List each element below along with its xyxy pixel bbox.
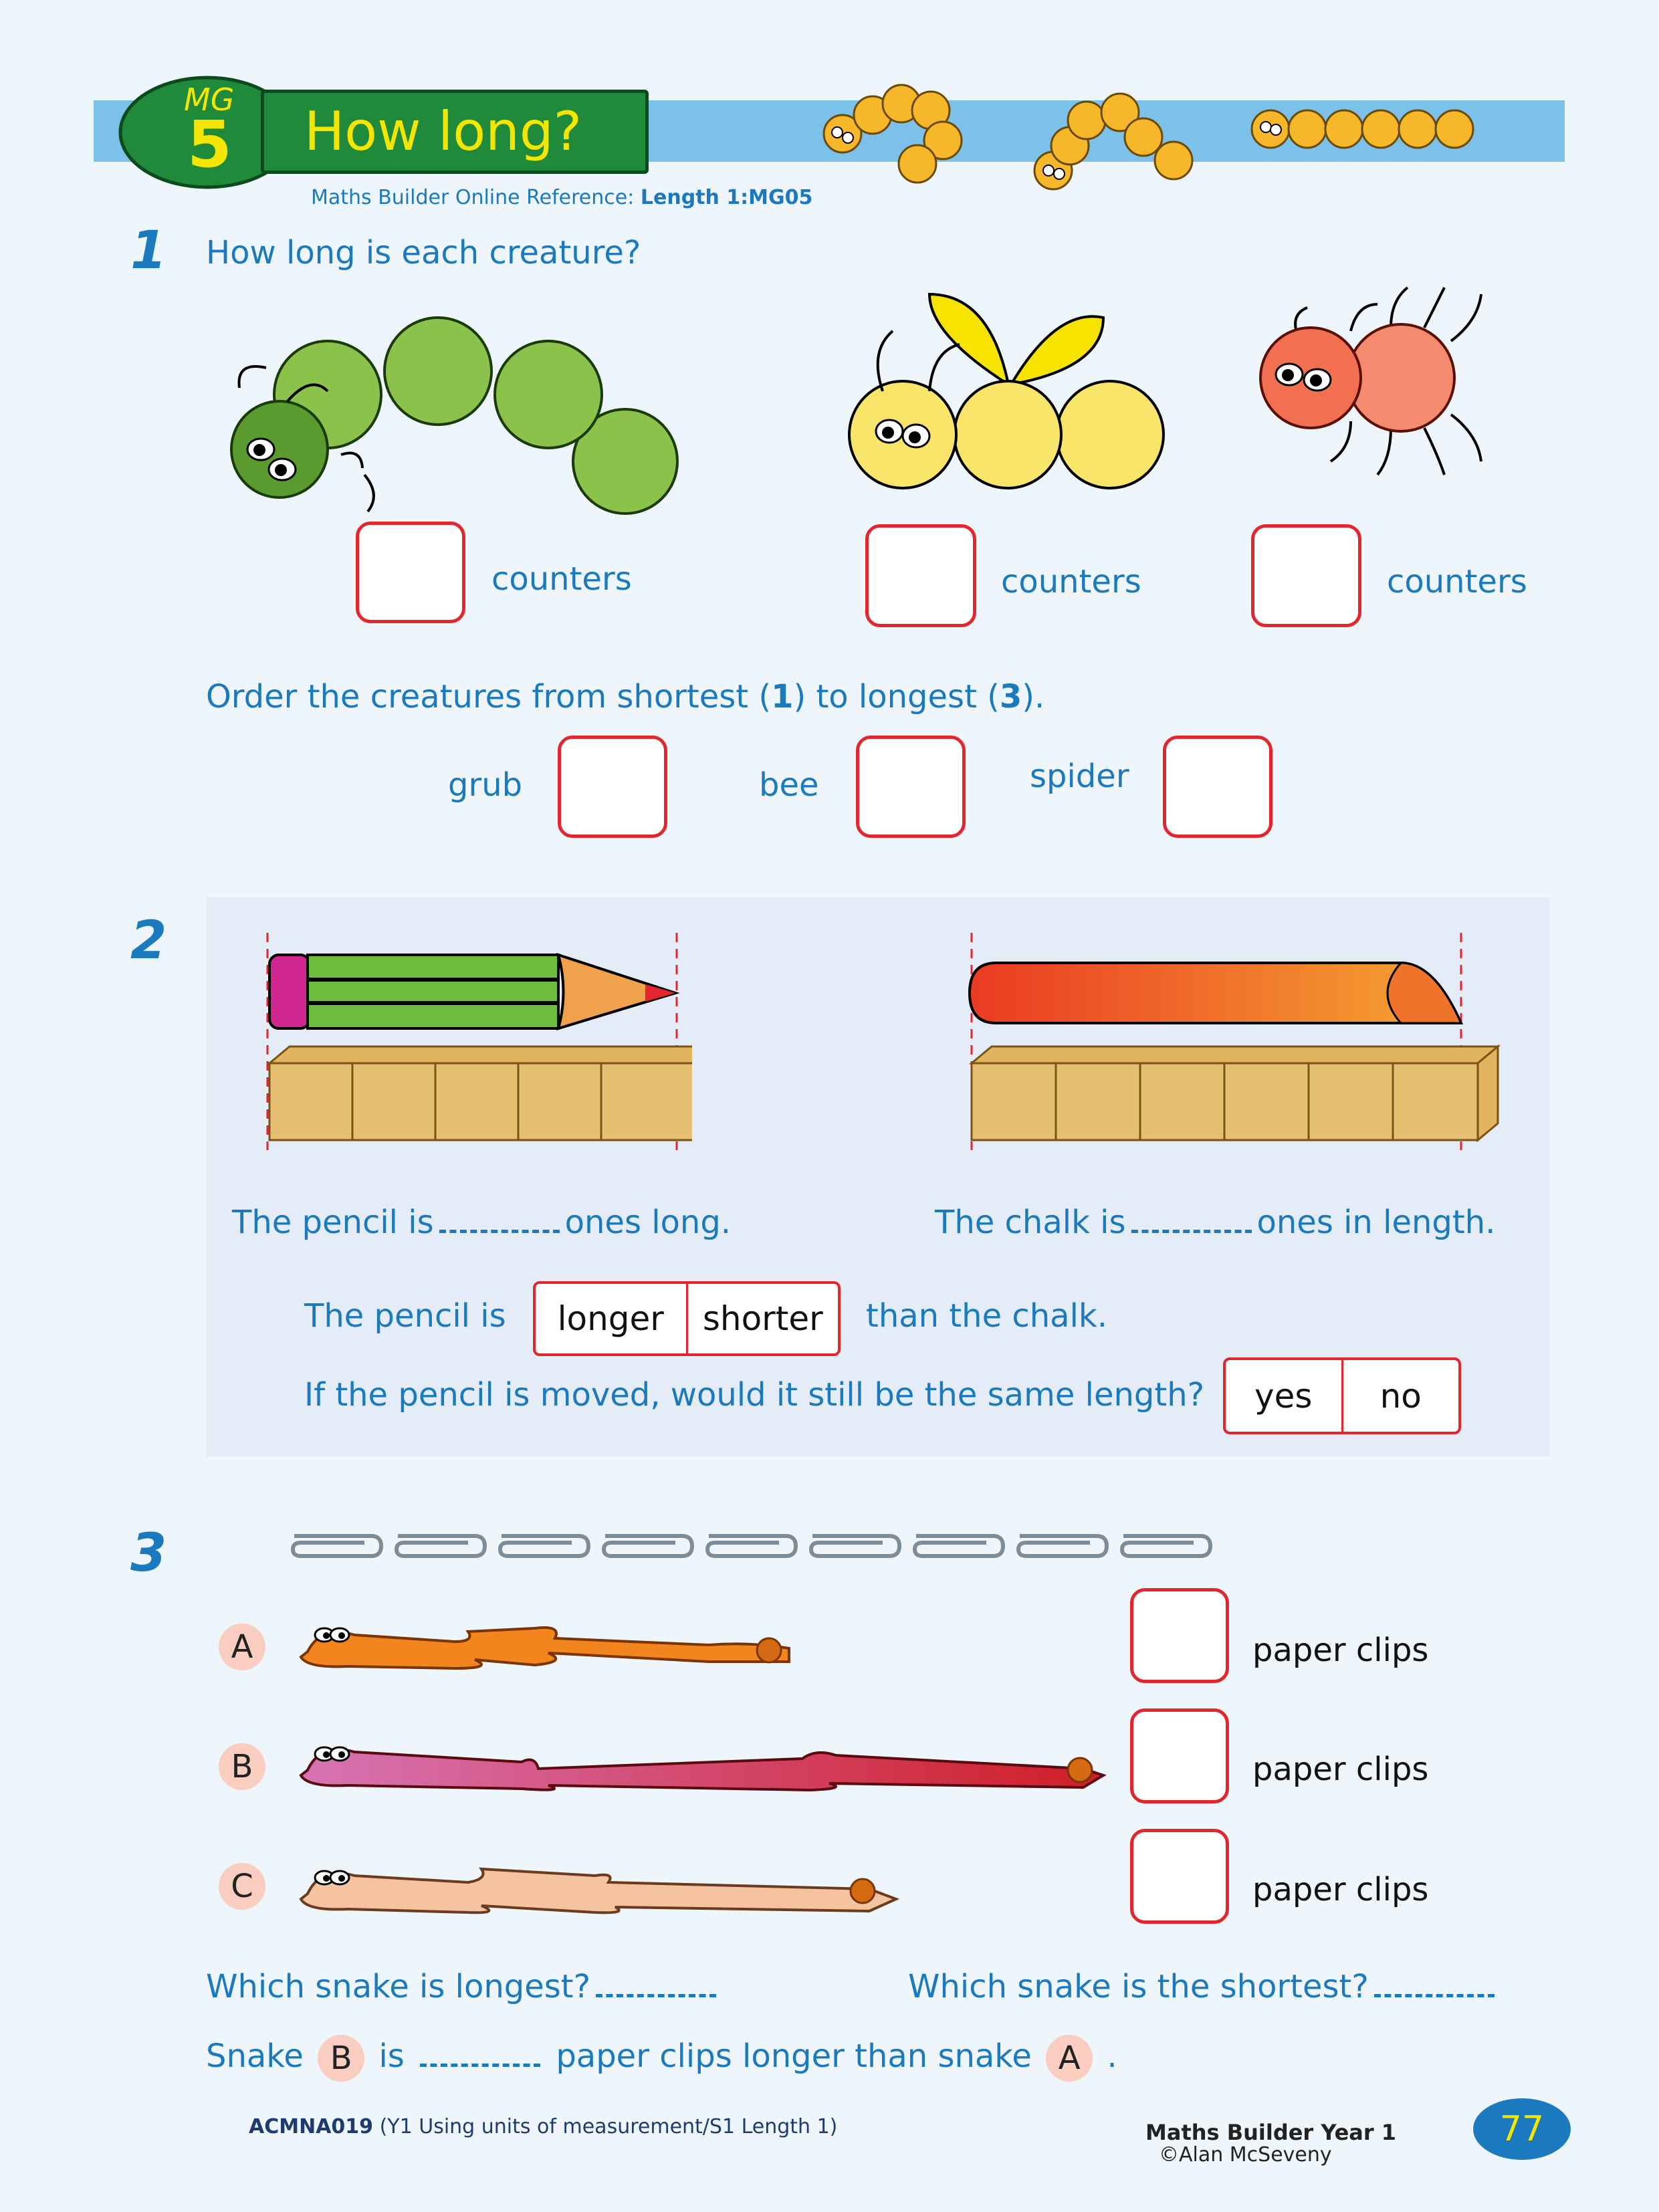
snake-b-unit-label: paper clips [1252,1751,1429,1788]
snake-c-label: C [219,1863,265,1910]
yes-no-choice: yes no [1223,1357,1461,1434]
snake-a-illustration [299,1626,790,1670]
grub-answer-box[interactable] [356,522,465,623]
q1-prompt: How long is each creature? [206,234,641,271]
bee-illustration [848,292,1165,489]
order-label-spider: spider [1030,758,1129,795]
option-longer[interactable]: longer [557,1299,664,1338]
bee-unit-label: counters [1001,563,1141,600]
snake-b-answer-box[interactable] [1130,1708,1229,1803]
compare-sentence-end: than the chalk. [866,1297,1107,1335]
snake-c-unit-label: paper clips [1252,1871,1429,1908]
reference-prefix: Maths Builder Online Reference: [311,186,641,209]
snake-c-answer-box[interactable] [1130,1829,1229,1924]
question-1-number: 1 [130,221,167,281]
difference-sentence: Snake B is paper clips longer than snake… [206,2029,1117,2083]
difference-snake-a: A [1046,2035,1093,2082]
pencil-illustration [266,933,692,1150]
order-label-bee: bee [759,766,819,804]
snake-a-label: A [219,1624,265,1670]
spider-unit-label: counters [1387,563,1527,600]
bee-answer-box[interactable] [865,524,976,627]
copyright: ©Alan McSeveny [1159,2143,1332,2167]
shortest-blank[interactable] [1373,1987,1495,1997]
paper-clips-ruler [290,1534,1217,1558]
curriculum-description: (Y1 Using units of measurement/S1 Length… [379,2115,838,2138]
spider-answer-box[interactable] [1251,524,1361,627]
snake-b-label: B [219,1743,265,1790]
page-number-badge: 77 [1473,2098,1571,2160]
option-yes[interactable]: yes [1254,1376,1313,1416]
order-box-grub[interactable] [558,736,667,838]
reference-code: Length 1:MG05 [640,186,813,209]
snake-c-illustration [299,1867,900,1914]
order-prompt: Order the creatures from shortest (1) to… [206,678,1045,715]
snake-a-unit-label: paper clips [1252,1632,1429,1669]
page-number: 77 [1499,2109,1545,2149]
reference-line: Maths Builder Online Reference: Length 1… [311,186,812,209]
difference-blank[interactable] [420,2057,541,2067]
snake-a-answer-box[interactable] [1130,1588,1229,1683]
mg-number: 5 [187,107,232,182]
longest-blank[interactable] [596,1987,717,1997]
order-label-grub: grub [448,766,523,804]
difference-snake-b: B [318,2035,365,2082]
moved-question: If the pencil is moved, would it still b… [304,1376,1205,1414]
longer-shorter-choice: longer shorter [533,1281,841,1356]
chalk-illustration [968,933,1501,1150]
curriculum-code-line: ACMNA019 (Y1 Using units of measurement/… [249,2115,837,2138]
shortest-question: Which snake is the shortest? [908,1968,1500,2005]
pencil-length-blank[interactable] [439,1223,560,1233]
mg-label: MG [184,82,235,118]
caterpillars-decoration [822,84,1474,191]
question-2-number: 2 [130,911,167,971]
longest-question: Which snake is longest? [206,1968,722,2005]
book-title: Maths Builder Year 1 [1145,2120,1397,2145]
title-panel [261,90,649,174]
curriculum-code: ACMNA019 [249,2115,374,2138]
order-box-bee[interactable] [856,736,966,838]
option-shorter[interactable]: shorter [685,1284,839,1353]
question-3-number: 3 [130,1523,167,1583]
spider-illustration [1259,286,1482,476]
chalk-length-blank[interactable] [1131,1223,1252,1233]
compare-sentence-start: The pencil is [304,1297,506,1335]
order-box-spider[interactable] [1163,736,1273,838]
grub-unit-label: counters [491,560,632,598]
grub-illustration [230,316,679,515]
option-no[interactable]: no [1341,1360,1459,1432]
page-title: How long? [304,100,582,162]
snake-b-illustration [299,1746,1107,1792]
